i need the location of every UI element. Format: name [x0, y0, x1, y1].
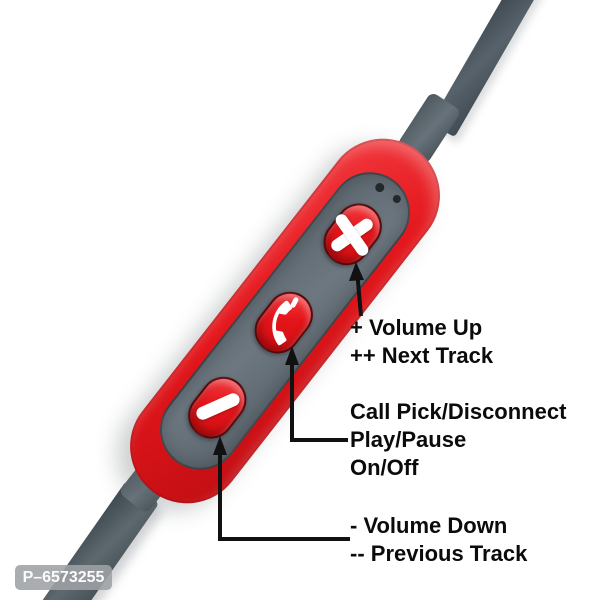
watermark-badge: P–6573255 — [15, 565, 112, 590]
phone-handset-icon — [252, 292, 313, 353]
annotation-line: - Volume Down — [350, 513, 508, 538]
volume-down-annotation: - Volume Down -- Previous Track — [350, 512, 527, 568]
annotation-line: ++ Next Track — [350, 343, 494, 368]
annotation-line: Call Pick/Disconnect — [350, 399, 567, 424]
annotation-line: + Volume Up — [350, 315, 483, 340]
volume-up-annotation: + Volume Up ++ Next Track — [350, 314, 493, 370]
call-button-annotation: Call Pick/Disconnect Play/Pause On/Off — [350, 398, 566, 482]
watermark-text: P–6573255 — [22, 569, 105, 586]
annotation-line: On/Off — [350, 455, 419, 480]
annotation-line: -- Previous Track — [350, 541, 528, 566]
annotation-line: Play/Pause — [350, 427, 467, 452]
